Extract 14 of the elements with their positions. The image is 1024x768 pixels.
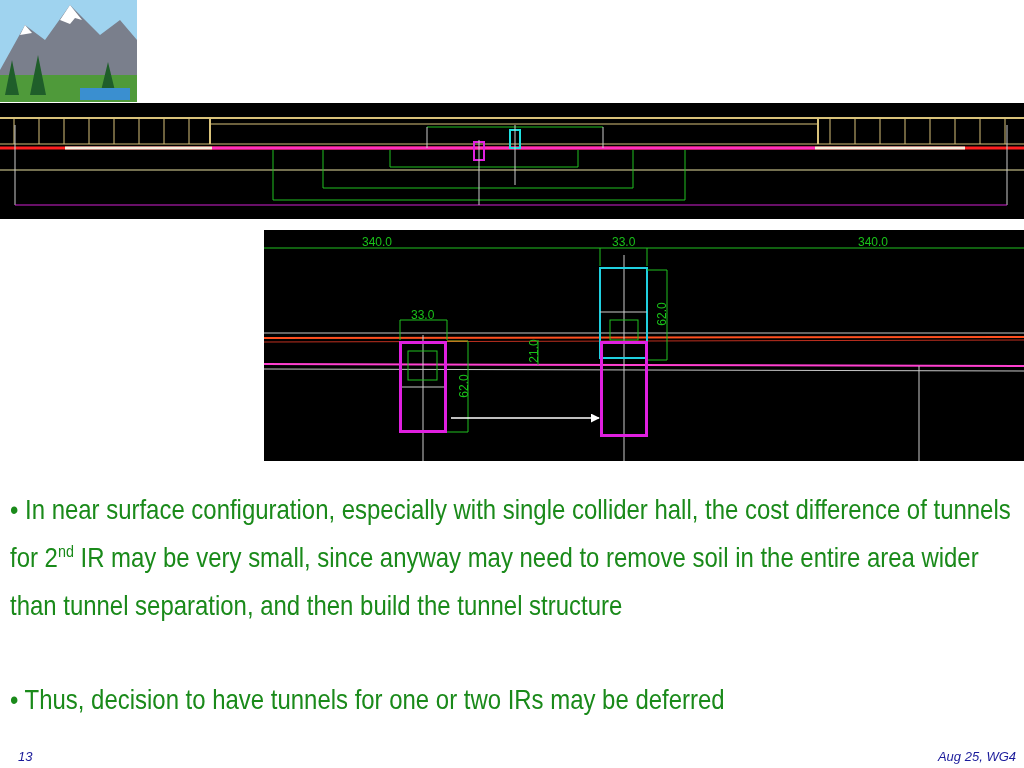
tunnel-outline [600,341,648,437]
tunnel-outline [399,341,447,433]
dimension-label: 33.0 [411,309,435,321]
dimension-label: 33.0 [612,236,636,248]
page-number: 13 [18,749,33,764]
bullet-text: • Thus, decision to have tunnels for one or two IRs may be deferred [10,683,726,717]
footer-text: Aug 25, WG4 [937,749,1016,764]
arrow [450,413,600,423]
dimension-label: 62.0 [457,374,470,398]
dimension-label: 21.0 [527,339,540,363]
dimension-label: 62.0 [655,302,668,326]
dimension-label: 340.0 [362,236,393,248]
bullet-text: • In near surface configuration, especially with single collider hall, the cost difference of tunnels for 2$^{nd}$ IR may be very small, since anyway may need to remove soil in the entire area wider than tunnel separation, and then build the tunnel structure [10,493,1012,623]
dimension-label: 340.0 [858,236,889,248]
